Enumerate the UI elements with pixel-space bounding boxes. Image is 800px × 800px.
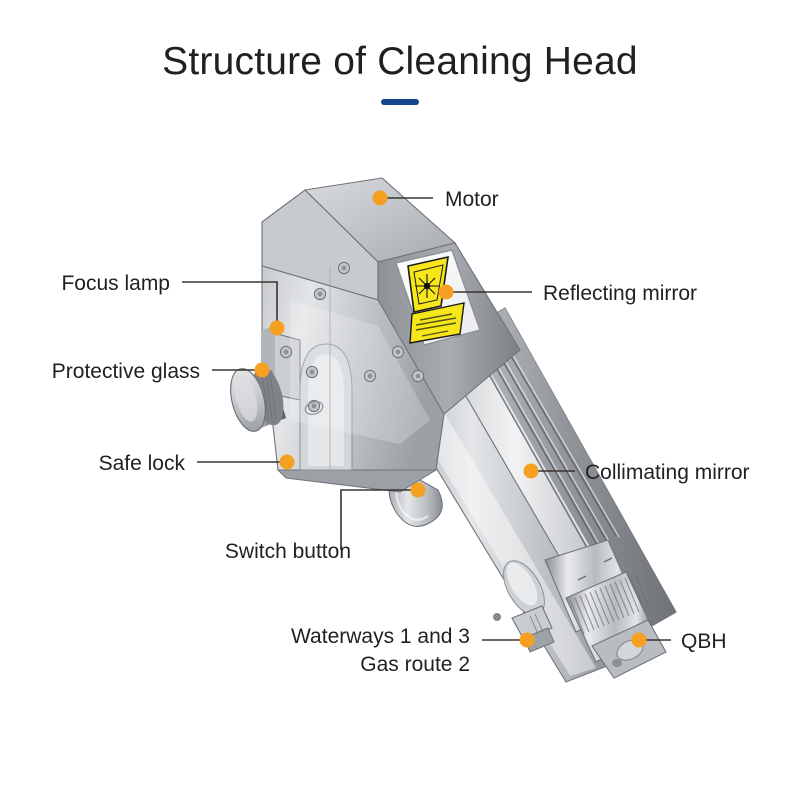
callout-leader-switch-button — [340, 489, 418, 550]
callout-dot-protective-glass[interactable] — [254, 362, 270, 378]
callout-dot-qbh[interactable] — [631, 632, 647, 648]
callout-label-waterways-gas-route: Waterways 1 and 3 Gas route 2 — [291, 625, 470, 676]
callout-label-switch-button: Switch button — [224, 540, 351, 563]
callout-leaders — [182, 190, 671, 648]
callout-label-motor: Motor — [445, 188, 499, 211]
callout-leader-focus-lamp — [182, 281, 278, 328]
callout-label-collimating-mirror: Collimating mirror — [585, 461, 750, 484]
page-header: Structure of Cleaning Head — [0, 40, 800, 105]
callout-label-qbh: QBH — [681, 630, 727, 653]
cooling-fins — [472, 331, 617, 547]
title-accent-rule — [381, 98, 419, 105]
callout-dot-motor[interactable] — [372, 190, 388, 206]
callout-dot-switch-button[interactable] — [410, 482, 426, 498]
callout-dot-collimating-mirror[interactable] — [523, 463, 539, 479]
warning-text-lines — [415, 313, 457, 337]
callout-dot-safe-lock[interactable] — [279, 454, 295, 470]
laser-warning-label — [395, 249, 481, 346]
protective-glass-lens — [230, 366, 286, 432]
callout-dot-focus-lamp[interactable] — [269, 320, 285, 336]
callout-dot-reflecting-mirror[interactable] — [438, 284, 454, 300]
qbh-connector — [544, 539, 667, 679]
callout-label-focus-lamp: Focus lamp — [61, 272, 170, 295]
page-title: Structure of Cleaning Head — [162, 40, 638, 83]
callout-label-protective-glass: Protective glass — [51, 360, 200, 383]
callout-label-reflecting-mirror: Reflecting mirror — [543, 282, 698, 305]
qbh-knurl — [569, 573, 650, 635]
housing-screws — [279, 261, 425, 413]
callout-dot-waterways-gas-route[interactable] — [519, 632, 535, 648]
callout-label-safe-lock: Safe lock — [98, 452, 185, 475]
laser-burst-glyph — [415, 274, 439, 298]
